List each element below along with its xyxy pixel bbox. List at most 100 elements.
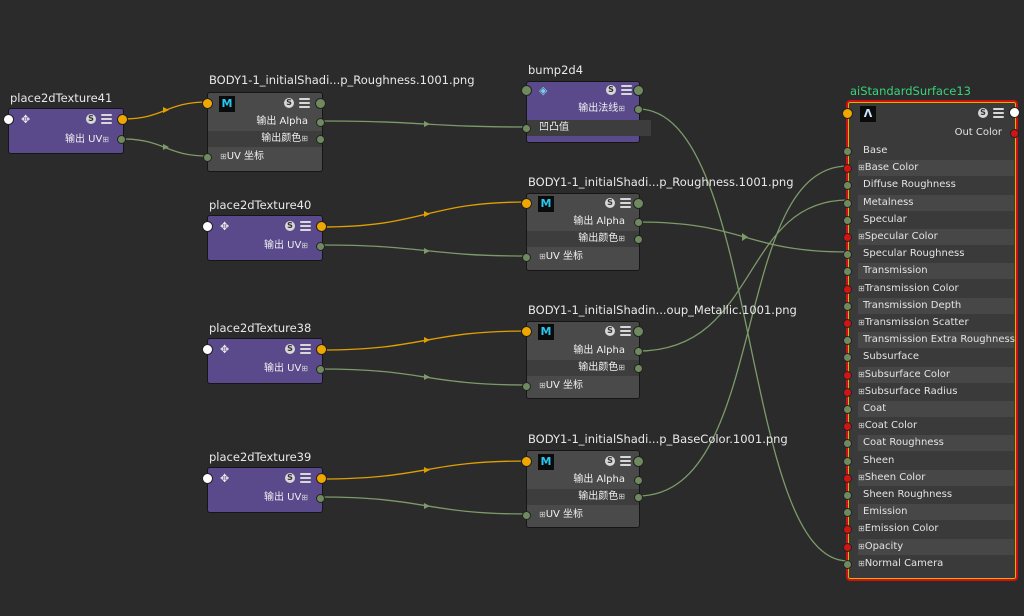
attribute-list-icon[interactable] bbox=[300, 473, 311, 483]
output-uv-port[interactable] bbox=[316, 242, 325, 251]
attribute-row[interactable]: Coat bbox=[858, 401, 1014, 417]
expand-icon[interactable]: ⊞ bbox=[858, 283, 865, 293]
attribute-row[interactable]: Metalness bbox=[858, 194, 1014, 211]
attribute-input-port[interactable] bbox=[843, 370, 852, 380]
input-port[interactable] bbox=[3, 114, 14, 125]
attribute-input-port[interactable] bbox=[843, 491, 852, 500]
attribute-list-icon[interactable] bbox=[620, 326, 631, 336]
attribute-input-port[interactable] bbox=[843, 473, 852, 483]
swatch-toggle-icon[interactable]: S bbox=[605, 456, 615, 466]
out-color-port[interactable] bbox=[634, 493, 643, 502]
attribute-list-icon[interactable] bbox=[300, 344, 311, 354]
uv-coord-port[interactable] bbox=[522, 382, 531, 391]
place2d-node[interactable]: ✥ S 输出 UV⊞ bbox=[202, 215, 327, 261]
attribute-input-port[interactable] bbox=[843, 301, 852, 311]
attribute-input-port[interactable] bbox=[843, 215, 852, 225]
attribute-input-port[interactable] bbox=[843, 198, 852, 208]
attribute-row[interactable]: Diffuse Roughness bbox=[858, 177, 1014, 193]
output-port[interactable] bbox=[315, 98, 326, 109]
input-port[interactable] bbox=[521, 456, 532, 467]
attribute-row[interactable]: Emission bbox=[858, 504, 1014, 521]
output-port[interactable] bbox=[633, 198, 644, 209]
attribute-input-port[interactable] bbox=[843, 439, 852, 449]
attribute-row[interactable]: ⊞Base Color bbox=[858, 160, 1014, 177]
output-port[interactable] bbox=[1009, 107, 1020, 118]
attribute-input-port[interactable] bbox=[843, 336, 852, 346]
attribute-row[interactable]: ⊞Specular Color bbox=[858, 229, 1014, 245]
place2d-node[interactable]: ✥ S 输出 UV⊞ bbox=[202, 467, 327, 513]
attribute-row[interactable]: Subsurface bbox=[858, 349, 1014, 365]
out-color-port[interactable] bbox=[316, 135, 325, 144]
uv-coord-port[interactable] bbox=[522, 511, 531, 520]
swatch-toggle-icon[interactable]: S bbox=[284, 98, 294, 108]
attribute-row[interactable]: Sheen Roughness bbox=[858, 487, 1014, 503]
output-uv-port[interactable] bbox=[316, 365, 325, 374]
attribute-row[interactable]: ⊞Emission Color bbox=[858, 521, 1014, 537]
attribute-row[interactable]: ⊞Subsurface Color bbox=[858, 366, 1014, 383]
attribute-row[interactable]: ⊞Coat Color bbox=[858, 418, 1014, 434]
output-port[interactable] bbox=[633, 326, 644, 337]
out-color-port[interactable] bbox=[1010, 129, 1019, 138]
attribute-list-icon[interactable] bbox=[621, 85, 632, 95]
out-normal-port[interactable] bbox=[634, 105, 643, 114]
attribute-row[interactable]: ⊞Transmission Scatter bbox=[858, 315, 1014, 331]
place2d-node[interactable]: ✥ S 输出 UV⊞ bbox=[202, 338, 327, 384]
attribute-row[interactable]: Specular Roughness bbox=[858, 246, 1014, 262]
attribute-input-port[interactable] bbox=[843, 525, 852, 535]
attribute-input-port[interactable] bbox=[843, 267, 852, 277]
file-texture-node[interactable]: M S 输出 Alpha 输出颜色⊞ ⊞UV 坐标 bbox=[202, 92, 326, 172]
expand-icon[interactable]: ⊞ bbox=[858, 472, 865, 482]
attribute-input-port[interactable] bbox=[843, 147, 852, 156]
expand-icon[interactable]: ⊞ bbox=[858, 541, 865, 551]
uv-coord-port[interactable] bbox=[203, 153, 212, 162]
input-port[interactable] bbox=[202, 473, 213, 484]
attribute-input-port[interactable] bbox=[843, 387, 852, 397]
input-port[interactable] bbox=[521, 85, 532, 96]
attribute-input-port[interactable] bbox=[843, 319, 852, 328]
output-port[interactable] bbox=[316, 344, 327, 355]
input-port[interactable] bbox=[521, 198, 532, 209]
expand-icon[interactable]: ⊞ bbox=[858, 386, 865, 396]
attribute-input-port[interactable] bbox=[843, 250, 852, 260]
attribute-input-port[interactable] bbox=[843, 405, 852, 414]
out-alpha-port[interactable] bbox=[634, 476, 643, 485]
attribute-row[interactable]: Specular bbox=[858, 212, 1014, 228]
attribute-list-icon[interactable] bbox=[620, 198, 631, 208]
input-port[interactable] bbox=[202, 221, 213, 232]
attribute-row[interactable]: Coat Roughness bbox=[858, 435, 1014, 452]
out-alpha-port[interactable] bbox=[316, 118, 325, 127]
swatch-toggle-icon[interactable]: S bbox=[605, 198, 615, 208]
expand-icon[interactable]: ⊞ bbox=[858, 524, 865, 534]
expand-icon[interactable]: ⊞ bbox=[858, 318, 865, 327]
bump2d-node[interactable]: ◈ S 输出法线⊞ 凹凸值 bbox=[521, 81, 651, 143]
swatch-toggle-icon[interactable]: S bbox=[978, 108, 988, 118]
attribute-input-port[interactable] bbox=[843, 456, 852, 466]
output-uv-port[interactable] bbox=[117, 135, 126, 144]
expand-icon[interactable]: ⊞ bbox=[858, 163, 865, 173]
swatch-toggle-icon[interactable]: S bbox=[285, 221, 295, 231]
input-port[interactable] bbox=[842, 108, 853, 119]
attribute-list-icon[interactable] bbox=[299, 98, 310, 108]
bump-value-port[interactable] bbox=[522, 124, 531, 133]
output-port[interactable] bbox=[316, 473, 327, 484]
attribute-input-port[interactable] bbox=[843, 559, 852, 569]
out-color-port[interactable] bbox=[634, 235, 643, 244]
attribute-row[interactable]: Base bbox=[858, 143, 1014, 159]
out-alpha-port[interactable] bbox=[634, 347, 643, 356]
attribute-input-port[interactable] bbox=[843, 422, 852, 432]
file-texture-node[interactable]: M S 输出 Alpha 输出颜色⊞ ⊞UV 坐标 bbox=[521, 450, 644, 528]
attribute-input-port[interactable] bbox=[843, 284, 852, 294]
attribute-list-icon[interactable] bbox=[620, 456, 631, 466]
expand-icon[interactable]: ⊞ bbox=[858, 232, 865, 241]
expand-icon[interactable]: ⊞ bbox=[858, 421, 865, 431]
attribute-row[interactable]: ⊞Subsurface Radius bbox=[858, 384, 1014, 400]
attribute-row[interactable]: ⊞Sheen Color bbox=[858, 469, 1014, 486]
output-port[interactable] bbox=[633, 85, 644, 96]
attribute-row[interactable]: ⊞Opacity bbox=[858, 538, 1014, 555]
output-port[interactable] bbox=[316, 221, 327, 232]
expand-icon[interactable]: ⊞ bbox=[858, 558, 865, 568]
attribute-list-icon[interactable] bbox=[993, 108, 1004, 118]
place2d-node[interactable]: ✥ S 输出 UV⊞ bbox=[3, 108, 128, 154]
attribute-input-port[interactable] bbox=[843, 508, 852, 518]
attribute-input-port[interactable] bbox=[843, 353, 852, 363]
